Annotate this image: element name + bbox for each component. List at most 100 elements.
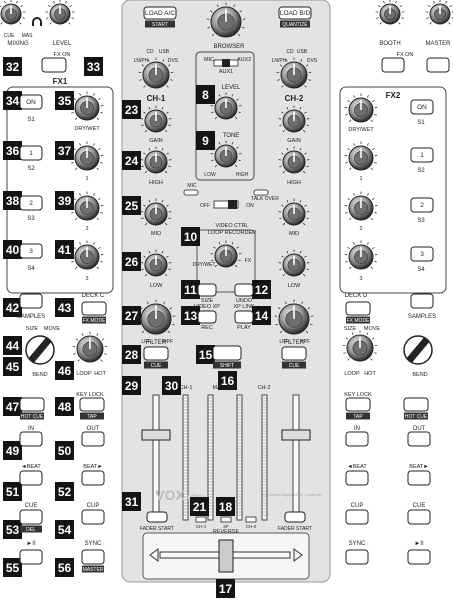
video-xp-button[interactable] <box>197 310 217 324</box>
mic-tone-knob[interactable] <box>210 140 242 168</box>
fx1-on-s1-button-label: ON <box>26 99 36 106</box>
bend-toggle-left[interactable] <box>25 335 55 365</box>
ch1-high-knob[interactable] <box>140 146 172 174</box>
ch1-gain-knob[interactable] <box>140 105 172 133</box>
sync-left-button-shift-label: MASTER <box>83 567 104 573</box>
headphone-level-knob[interactable] <box>45 0 75 25</box>
fx1-param1-knob[interactable] <box>70 141 104 171</box>
ch1-mid-label: MID <box>151 231 161 237</box>
fx2-2-button[interactable] <box>410 197 434 213</box>
brand-tagline: 4-Channel Digital Mixer Controller <box>262 492 323 497</box>
callout-41-text: 41 <box>58 243 72 257</box>
reverse-xf-toggle[interactable] <box>220 516 232 523</box>
cue-right-button[interactable] <box>407 509 431 525</box>
load-b-button-shift-label: QUANTIZE <box>282 22 308 28</box>
fx2-s3-label: S3 <box>417 218 425 224</box>
play-right-button[interactable] <box>407 549 431 565</box>
beat-plus-right-button[interactable] <box>407 470 431 486</box>
deck-d-button[interactable] <box>345 301 371 324</box>
load-b-button[interactable] <box>278 6 312 28</box>
ch2-low-knob[interactable] <box>278 249 310 277</box>
beat-minus-right-button[interactable] <box>345 470 369 486</box>
sync-right-button[interactable] <box>345 549 369 565</box>
fx1-1-button[interactable] <box>19 145 43 161</box>
mic-aux-selector-handle[interactable] <box>222 59 230 67</box>
cue-left-button[interactable] <box>19 509 43 533</box>
input-selector-ch2[interactable] <box>276 57 312 89</box>
key-lock-left-button[interactable] <box>79 397 105 420</box>
loop-size-knob-right[interactable] <box>342 330 378 362</box>
fx2-param3-knob[interactable] <box>344 240 378 270</box>
fx2-1-top-button[interactable] <box>381 57 405 73</box>
ch2-gain-knob[interactable] <box>278 105 310 133</box>
cup-left-button[interactable] <box>81 509 105 525</box>
ch2-filter-cue-button[interactable] <box>281 346 307 369</box>
ch2-fader-cap[interactable] <box>281 429 311 441</box>
fx1-on-s1-button[interactable] <box>19 94 43 110</box>
load-a-button[interactable] <box>143 6 177 28</box>
in-left-button[interactable] <box>19 431 43 447</box>
talk-over-switch[interactable] <box>213 200 239 209</box>
meter-ch1-label: CH-1 <box>180 385 193 391</box>
ch1-low-knob[interactable] <box>140 249 172 277</box>
beat-minus-left-button[interactable] <box>19 470 43 486</box>
samples-left-button[interactable] <box>19 293 43 309</box>
master-level-knob[interactable] <box>425 0 453 25</box>
talk-over-label: TALK OVER <box>251 196 279 202</box>
fx1-param2-knob[interactable] <box>70 191 104 221</box>
talk-over-switch-handle[interactable] <box>228 200 237 209</box>
sync-left-button[interactable] <box>81 549 105 573</box>
mic-level-knob[interactable] <box>210 92 242 120</box>
reverse-ch1-toggle[interactable] <box>195 516 207 523</box>
fx1-2-button[interactable] <box>19 195 43 211</box>
deck-c-button[interactable] <box>81 301 107 324</box>
loop-size-knob-left[interactable] <box>72 331 108 363</box>
samples-right-button[interactable] <box>410 293 434 309</box>
hot-cue-left-button[interactable] <box>19 397 45 420</box>
fx1-param3-knob[interactable] <box>70 240 104 270</box>
ch1-filter-cue-button[interactable] <box>143 346 169 369</box>
fx2-dry-wet-knob[interactable] <box>344 93 378 123</box>
reverse-ch2-toggle[interactable] <box>245 516 257 523</box>
fx2-param2-knob[interactable] <box>344 191 378 221</box>
cue-mix-knob[interactable] <box>0 0 26 25</box>
ch2-filter-knob[interactable] <box>274 299 314 335</box>
shift-button[interactable] <box>212 345 242 369</box>
callout-25-text: 25 <box>125 199 139 213</box>
booth-level-knob[interactable] <box>375 0 405 25</box>
fx2-1-button[interactable] <box>410 147 434 163</box>
key-lock-right-button-shift-label: TAP <box>353 414 363 420</box>
fx2-on-s1-button[interactable] <box>410 99 434 115</box>
fx1-dry-wet-knob[interactable] <box>70 91 104 121</box>
in-right-button[interactable] <box>345 431 369 447</box>
headphone-icon <box>32 17 42 26</box>
ch1-fader-start-button[interactable] <box>146 511 168 523</box>
out-left-button[interactable] <box>81 431 105 447</box>
input-selector-ch1[interactable] <box>138 57 174 89</box>
fx2-2-top-button[interactable] <box>426 57 450 73</box>
undo-button[interactable] <box>234 283 254 297</box>
size-button[interactable] <box>197 283 217 297</box>
loop-recorder-knob[interactable] <box>210 240 242 268</box>
ch1-mid-knob[interactable] <box>140 198 172 226</box>
key-lock-right-button[interactable] <box>345 397 371 420</box>
xp-link-button[interactable] <box>234 310 254 324</box>
hot-cue-right-button[interactable] <box>403 397 429 420</box>
fx2-param1-knob[interactable] <box>344 141 378 171</box>
browser-knob[interactable] <box>206 2 246 38</box>
callout-42: 42 <box>3 298 22 317</box>
fx1-on-button[interactable] <box>41 57 67 73</box>
ch2-high-knob[interactable] <box>278 146 310 174</box>
crossfader-cap[interactable] <box>218 539 234 573</box>
cup-right-button[interactable] <box>345 509 369 525</box>
fx1-3-button[interactable] <box>19 243 43 259</box>
beat-plus-left-button[interactable] <box>81 470 105 486</box>
ch2-fader-start-button[interactable] <box>284 511 306 523</box>
ch2-mid-knob[interactable] <box>278 198 310 226</box>
out-right-button[interactable] <box>407 431 431 447</box>
ch1-filter-knob[interactable] <box>136 299 176 335</box>
ch1-fader-cap[interactable] <box>141 429 171 441</box>
fx2-3-button[interactable] <box>410 246 434 262</box>
play-left-button[interactable] <box>19 549 43 565</box>
bend-toggle-right[interactable] <box>403 335 433 365</box>
